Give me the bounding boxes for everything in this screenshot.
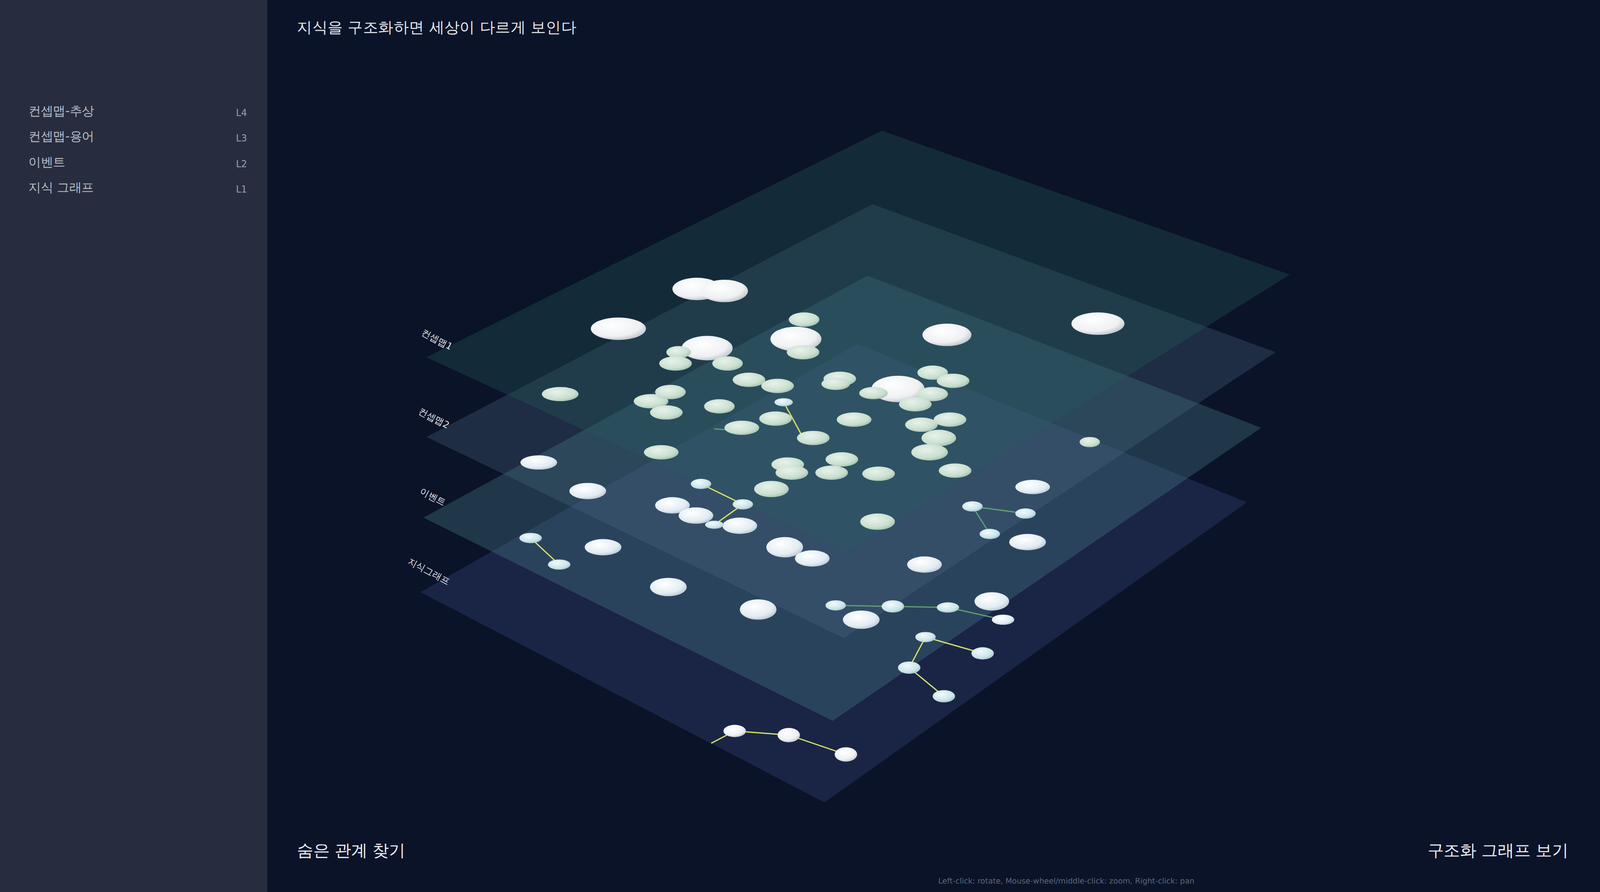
- graph-node-sphere: [921, 429, 956, 447]
- graph-node-sphere: [936, 373, 970, 388]
- layer-plane: [426, 130, 1290, 552]
- graph-node-sphere: [897, 661, 921, 674]
- graph-node-sphere: [825, 452, 858, 467]
- graph-node-sphere: [795, 550, 830, 567]
- graph-node-sphere: [761, 378, 794, 393]
- graph-node-sphere: [907, 556, 942, 573]
- graph-node-sphere: [1009, 533, 1047, 551]
- graph-node-sphere: [834, 747, 858, 762]
- graph-node-sphere: [584, 538, 622, 556]
- level-tag: L4: [236, 107, 248, 119]
- graph-node-sphere: [933, 412, 967, 427]
- menu-item: 이벤트: [28, 155, 66, 170]
- graph-node-sphere: [712, 356, 744, 371]
- graph-node-sphere: [932, 689, 956, 703]
- graph-node-sphere: [992, 614, 1015, 625]
- graph-node-sphere: [825, 600, 846, 611]
- graph-node-sphere: [704, 399, 735, 414]
- graph-node-sphere: [541, 386, 579, 401]
- help-hint: Left-click: rotate, Mouse-wheel/middle-c…: [938, 876, 1195, 886]
- graph-node-sphere: [777, 727, 800, 742]
- graph-node-sphere: [860, 513, 895, 530]
- graph-node-sphere: [938, 463, 972, 478]
- graph-node-sphere: [796, 430, 830, 445]
- graph-node-sphere: [936, 602, 960, 613]
- graph-node-sphere: [974, 592, 1010, 611]
- graph-node-sphere: [569, 482, 607, 500]
- graph-node-sphere: [690, 478, 712, 489]
- graph-node-sphere: [548, 559, 571, 570]
- graph-node-sphere: [836, 412, 872, 427]
- graph-node-sphere: [655, 384, 686, 400]
- graph-node-sphere: [724, 420, 760, 435]
- graph-node-sphere: [899, 396, 932, 412]
- graph-node-sphere: [842, 610, 880, 629]
- level-tag: L2: [236, 158, 248, 170]
- graph-node-sphere: [519, 532, 543, 543]
- graph-node-sphere: [788, 312, 820, 327]
- menu-item: 컨셉맵-추상: [28, 104, 95, 119]
- graph-node-sphere: [971, 647, 995, 660]
- graph-node-sphere: [962, 500, 983, 512]
- graph-node-sphere: [775, 465, 808, 480]
- graph-node-sphere: [1071, 312, 1125, 336]
- page-title: 지식을 구조화하면 세상이 다르게 보인다: [296, 18, 577, 37]
- graph-node-sphere: [859, 386, 888, 400]
- graph-node-sphere: [1015, 508, 1036, 519]
- graph-node-sphere: [740, 599, 777, 620]
- layer-label: 컨셉맵1: [419, 327, 455, 353]
- graph-node-sphere: [650, 577, 688, 596]
- graph-node-sphere: [704, 520, 724, 529]
- graph-node-sphere: [979, 528, 1000, 539]
- graph-node-sphere: [520, 455, 558, 470]
- graph-node-sphere: [644, 444, 679, 460]
- graph-node-sphere: [590, 317, 646, 340]
- graph-node-sphere: [722, 517, 758, 534]
- graph-node-sphere: [786, 344, 820, 360]
- layer-label: 지식그래프: [405, 556, 452, 588]
- layer-label: 컨셉맵2: [416, 405, 452, 432]
- graph-node-sphere: [1015, 479, 1050, 494]
- graph-node-sphere: [700, 279, 748, 303]
- menu-item: 지식 그래프: [28, 180, 94, 196]
- level-tag: L1: [236, 184, 248, 196]
- graph-node-sphere: [915, 631, 936, 642]
- graph-node-sphere: [650, 404, 683, 420]
- graph-node-sphere: [774, 397, 793, 406]
- graph-node-sphere: [759, 411, 792, 426]
- graph-node-sphere: [678, 507, 714, 524]
- action-button: 구조화 그래프 보기: [1427, 840, 1569, 860]
- graph-node-sphere: [754, 480, 789, 497]
- graph-node-sphere: [732, 499, 753, 510]
- graph-node-sphere: [732, 372, 765, 387]
- graph-node-sphere: [904, 417, 938, 432]
- graph-node-sphere: [723, 724, 747, 737]
- level-tag: L3: [236, 133, 248, 145]
- graph-node-sphere: [862, 466, 895, 481]
- graph-node-sphere: [1079, 436, 1100, 448]
- graph-node-sphere: [922, 323, 972, 347]
- graph-node-sphere: [659, 356, 692, 371]
- graph-node-sphere: [881, 600, 905, 613]
- graph-node-sphere: [911, 444, 948, 461]
- action-button: 숨은 관계 찾기: [296, 840, 406, 860]
- graph-node-sphere: [815, 465, 848, 480]
- menu-item: 컨셉맵-용어: [28, 129, 95, 144]
- layer-label: 이벤트: [417, 485, 448, 509]
- graph-node-sphere: [821, 377, 850, 390]
